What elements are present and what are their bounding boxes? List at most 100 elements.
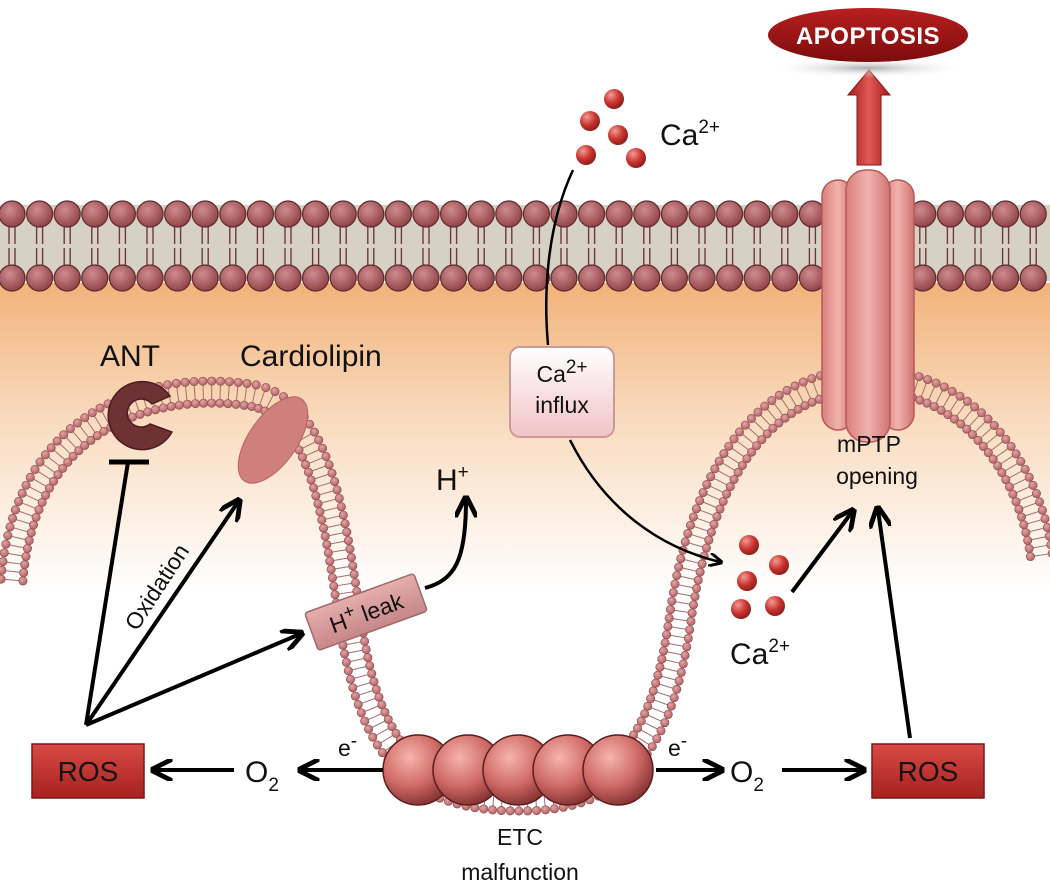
lipid-head [577,200,606,228]
lipid-head [983,414,993,424]
lipid-head [351,578,361,588]
lipid-head [664,613,674,623]
lipid-head [1037,505,1047,515]
lipid-tail [244,387,248,402]
lipid-head [715,264,744,292]
lipid-tail [648,714,662,722]
lipid-head [989,421,999,431]
lipid-tail [332,549,347,553]
lipid-head [923,375,933,385]
lipid-head [479,804,489,814]
lipid-tail [663,667,678,672]
o2-right-label: O2 [730,756,764,796]
lipid-head [733,467,743,477]
lipid-tail [956,404,966,417]
lipid-head [180,377,190,387]
lipid-tail [812,382,819,396]
lipid-head [5,522,15,532]
lipid-tail [8,553,23,557]
lipid-head [207,376,217,386]
lipid-head [771,264,799,292]
lipid-head [189,377,199,387]
lipid-head [338,510,348,520]
lipid-head [997,468,1007,478]
lipid-head [360,716,370,726]
lipid-head [3,530,13,540]
lipid-head [135,409,145,419]
lipid-head [652,734,662,744]
lipid-tail [661,675,676,681]
lipid-tail [980,427,992,439]
lipid-head [216,376,226,386]
lipid-tail [766,408,777,421]
lipid-head [380,707,390,717]
lipid-head [440,264,468,292]
lipid-head [691,504,701,514]
lipid-tail [656,691,671,697]
lipid-head [164,200,192,228]
lipid-head [659,646,669,656]
lipid-tail [654,699,668,706]
lipid-head [695,496,705,506]
lipid-head [22,544,32,554]
lipid-head [345,544,355,554]
lipid-head [150,405,160,415]
lipid-tail [38,471,51,480]
lipid-tail [375,728,389,736]
lipid-head [747,447,757,457]
lipid-head [365,661,375,671]
lipid-tail [747,427,760,438]
lipid-tail [66,437,77,449]
lipid-head [41,490,51,500]
lipid-head [1,539,11,549]
lipid-head [660,264,689,292]
lipid-tail [18,510,33,517]
lipid-head [0,264,26,292]
lipid-head [663,621,673,631]
lipid-head [688,512,698,522]
lipid-tail [691,534,706,540]
lipid-tail [1025,511,1039,517]
lipid-head [340,519,350,529]
lipid-head [31,512,41,522]
lipid-tail [710,485,724,493]
lipid-head [21,552,31,562]
lipid-head [37,497,47,507]
lipid-head [495,200,523,228]
lipid-tail [673,618,688,622]
apoptosis-badge [768,8,968,62]
lipid-head [348,683,358,693]
lipid-head [1042,522,1050,532]
lipid-tail [935,390,943,404]
lipid-head [246,264,274,292]
lipid-head [993,461,1003,471]
ros-box-left [31,743,145,799]
lipid-head [686,520,696,530]
lipid-tail [684,559,699,564]
lipid-head [667,596,677,606]
apoptosis-shadow [768,58,968,78]
lipid-head [936,405,946,415]
lipid-head [297,452,307,462]
lipid-tail [79,425,89,438]
lipid-head [725,482,735,492]
lipid-head [233,377,243,387]
lipid-head [35,457,45,467]
lipid-head [657,654,667,664]
lipid-head [1044,531,1050,541]
lipid-head [752,441,762,451]
lipid-tail [346,641,361,646]
lipid-head [306,475,316,485]
lipid-head [1023,536,1033,546]
lipid-tail [659,683,674,689]
lipid-head [729,434,739,444]
lipid-tail [694,526,708,532]
lipid-head [224,377,234,387]
calcium-influx-label-2: influx [535,392,589,418]
lipid-head [320,531,330,541]
lipid-tail [323,507,338,512]
lipid-head [357,264,385,292]
lipid-tail [742,434,754,444]
lipid-head [329,264,357,292]
